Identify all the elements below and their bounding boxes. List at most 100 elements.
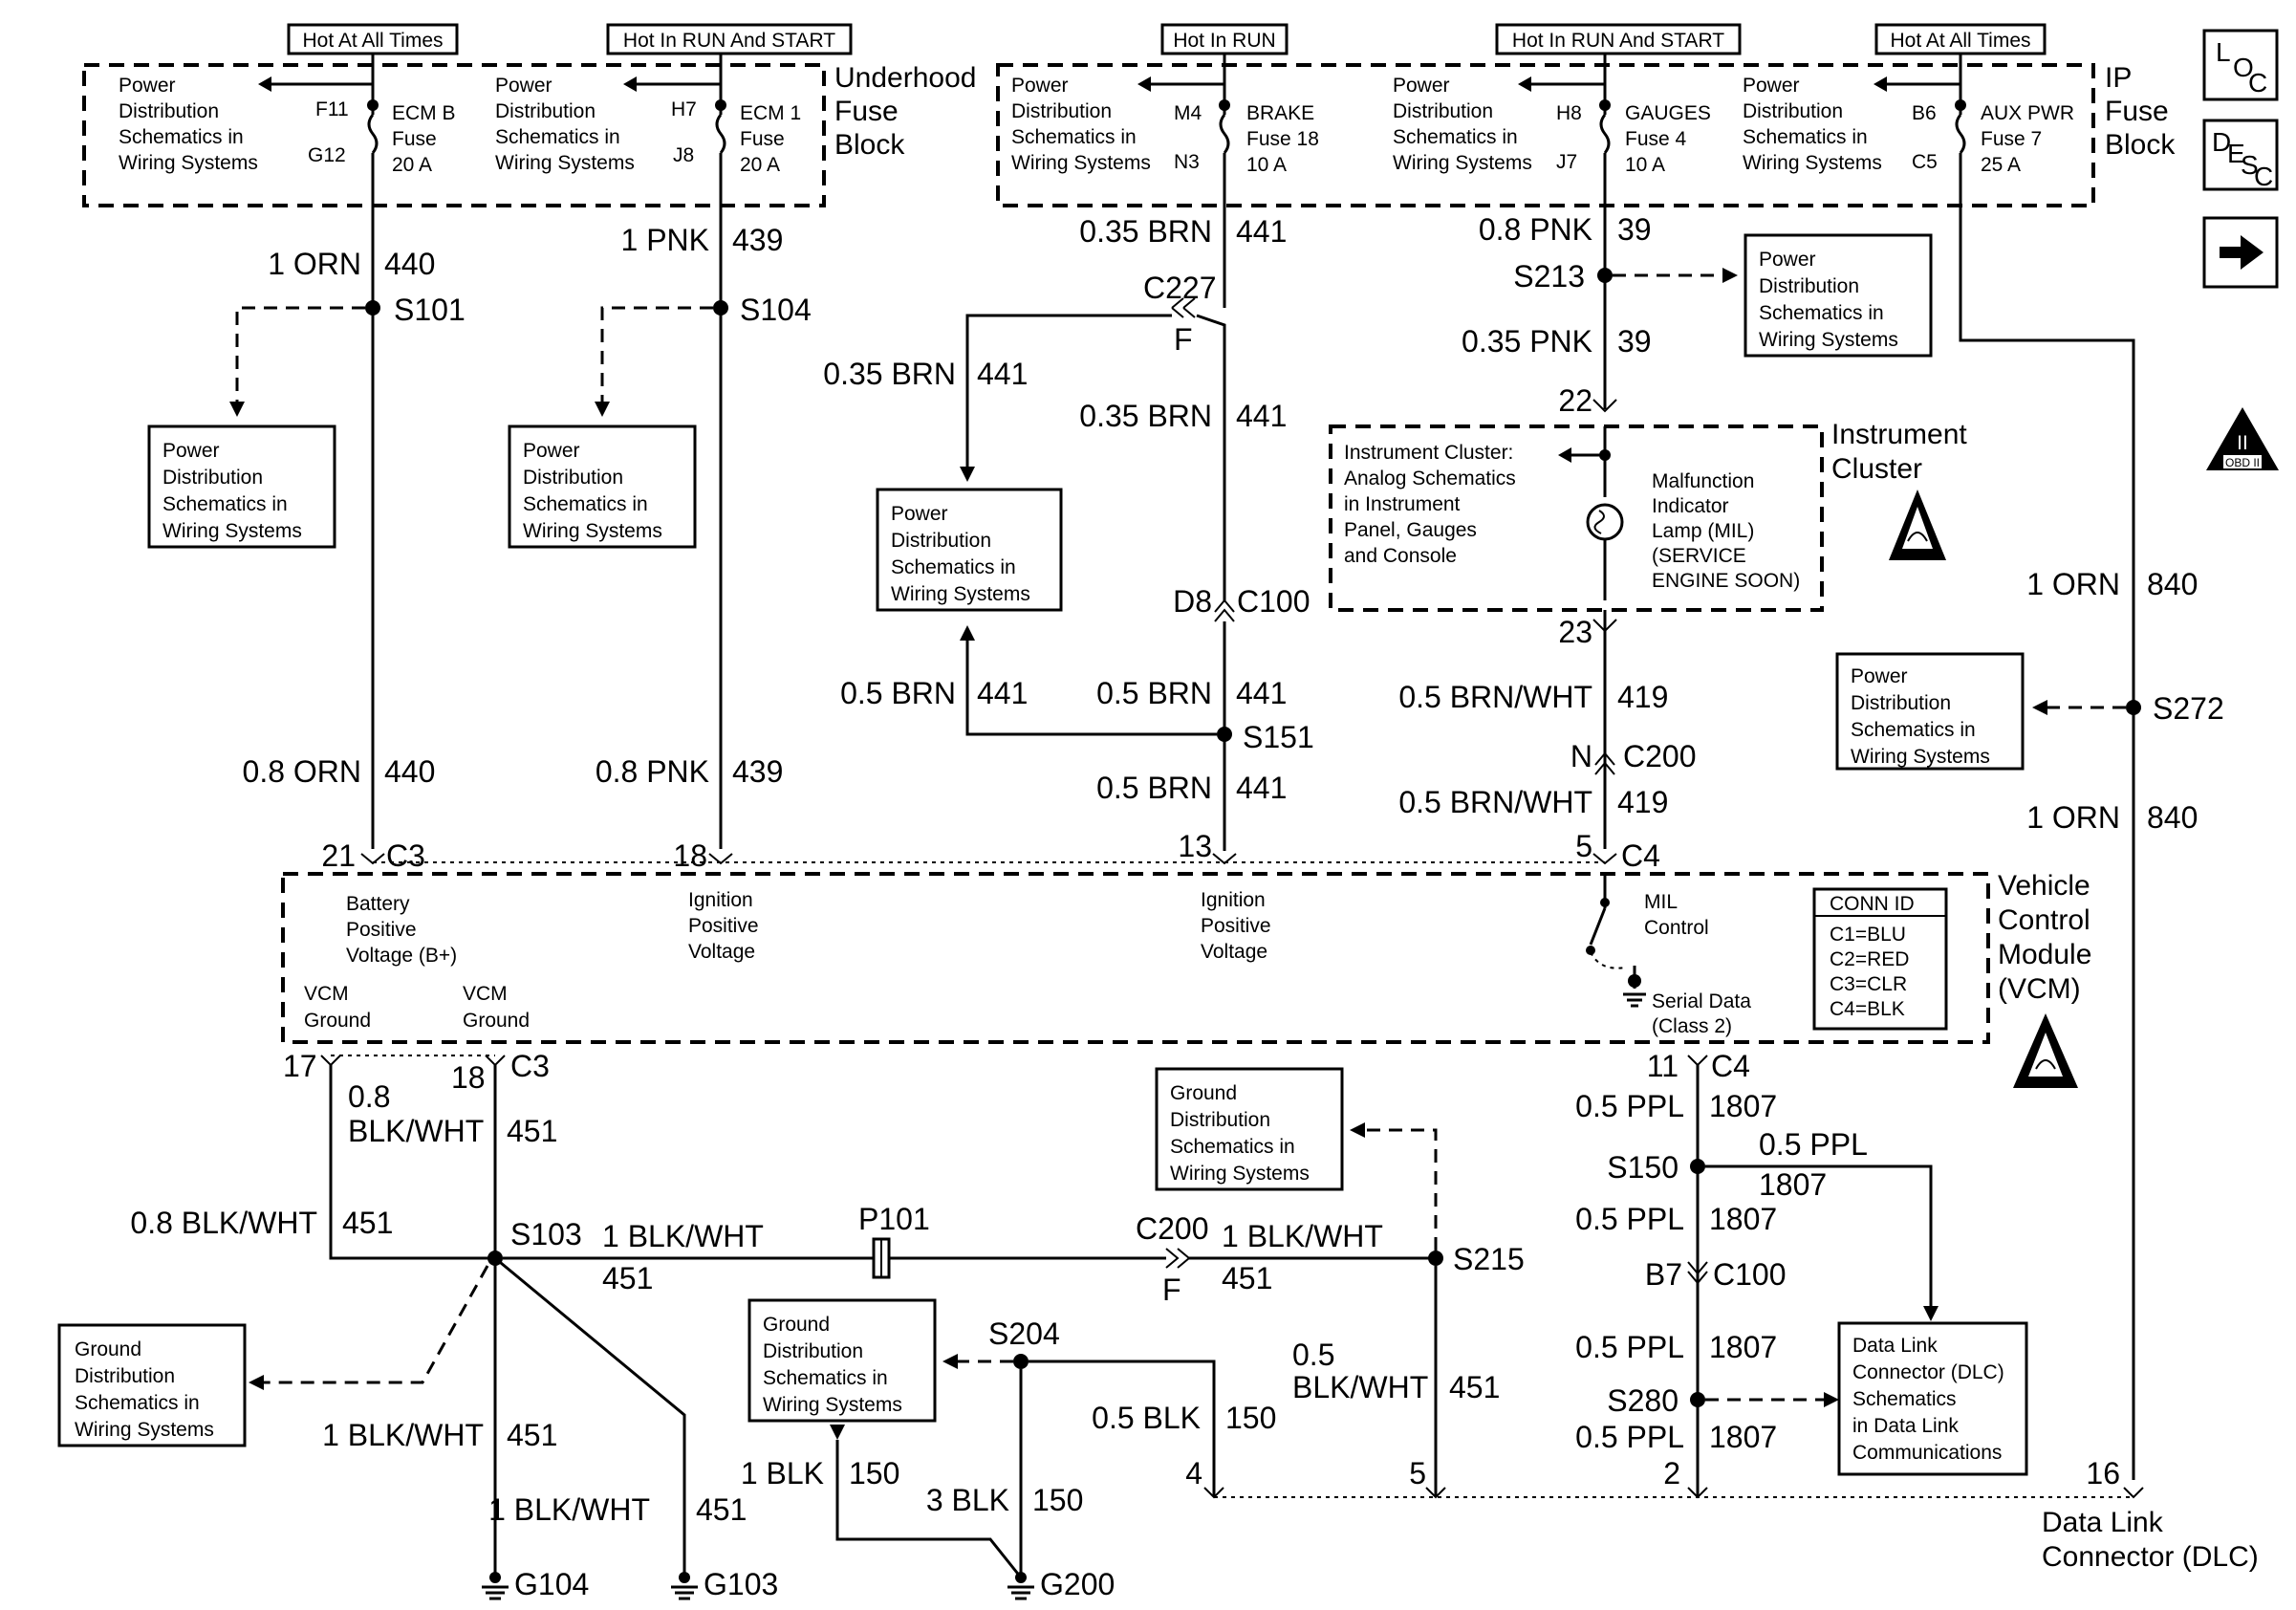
ground-g200: G200 xyxy=(1007,1567,1115,1601)
circuit-441: 0.35 BRN 441 C227 F 0.35 BRN 441 0.35 BR… xyxy=(823,153,1314,865)
svg-text:Schematics in: Schematics in xyxy=(495,126,620,148)
svg-text:10 A: 10 A xyxy=(1625,154,1665,176)
svg-text:Schematics in: Schematics in xyxy=(891,556,1016,578)
svg-text:Distribution: Distribution xyxy=(1011,100,1112,122)
svg-text:C4: C4 xyxy=(1621,838,1660,873)
svg-text:Distribution: Distribution xyxy=(75,1365,175,1387)
svg-text:Wiring Systems: Wiring Systems xyxy=(75,1419,214,1441)
svg-text:G12: G12 xyxy=(308,144,346,166)
circuit-840: 1 ORN 840 S272 1 ORN 840 16 xyxy=(1959,153,2224,1490)
gd-ref-s103: Ground Distribution Schematics in Wiring… xyxy=(57,1323,247,1447)
instrument-cluster-outline xyxy=(1329,424,1824,612)
mil-lamp-icon xyxy=(1586,503,1624,541)
svg-text:1 ORN: 1 ORN xyxy=(2026,567,2120,601)
underhood-fuse-block-outline xyxy=(82,63,826,207)
svg-text:S101: S101 xyxy=(394,293,466,327)
pd-ref-s104: Power Distribution Schematics in Wiring … xyxy=(508,424,697,549)
circuit-419: 23 0.5 BRN/WHT 419 N C200 0.5 BRN/WHT 41… xyxy=(1398,610,1697,873)
svg-text:Schematics in: Schematics in xyxy=(763,1367,888,1389)
svg-text:4: 4 xyxy=(1185,1456,1202,1490)
svg-text:Control: Control xyxy=(1644,917,1709,939)
svg-text:0.5 PPL: 0.5 PPL xyxy=(1575,1089,1684,1123)
svg-text:Schematics: Schematics xyxy=(1852,1388,1957,1410)
svg-text:Schematics in: Schematics in xyxy=(75,1392,200,1414)
svg-text:Positive: Positive xyxy=(346,919,417,941)
ground-g103: G103 xyxy=(671,1567,778,1601)
next-arrow-icon[interactable] xyxy=(2202,216,2279,289)
hot-label-run-start-2: Hot In RUN And START xyxy=(1495,23,1742,55)
svg-text:0.5 BRN: 0.5 BRN xyxy=(840,676,956,710)
svg-text:Distribution: Distribution xyxy=(162,467,263,489)
fuse-ecm-1: H7 J8 ECM 1 Fuse 20 A xyxy=(623,54,801,176)
svg-text:21: 21 xyxy=(321,838,356,873)
svg-text:0.35 BRN: 0.35 BRN xyxy=(823,357,956,391)
svg-text:441: 441 xyxy=(1236,399,1287,433)
svg-text:Battery: Battery xyxy=(346,893,410,915)
svg-text:in Data Link: in Data Link xyxy=(1852,1415,1959,1437)
svg-text:1 ORN: 1 ORN xyxy=(268,247,361,281)
svg-text:Instrument: Instrument xyxy=(1831,419,1967,450)
svg-text:(Class 2): (Class 2) xyxy=(1652,1015,1732,1037)
esd-icon-cluster xyxy=(1889,490,1946,560)
svg-text:0.5 BLK: 0.5 BLK xyxy=(1092,1401,1201,1435)
svg-text:0.35 PNK: 0.35 PNK xyxy=(1462,324,1592,359)
svg-text:and Console: and Console xyxy=(1344,545,1457,567)
svg-text:VCM: VCM xyxy=(463,983,508,1005)
svg-text:C2=RED: C2=RED xyxy=(1830,948,1909,970)
svg-text:451: 451 xyxy=(507,1114,557,1148)
svg-text:Wiring Systems: Wiring Systems xyxy=(119,152,258,174)
fuse-aux-pwr: B6 C5 AUX PWR Fuse 7 25 A xyxy=(1874,54,2074,176)
ip-fuse-block-outline xyxy=(996,63,2095,207)
svg-text:S272: S272 xyxy=(2153,691,2224,726)
svg-text:Power: Power xyxy=(1759,249,1816,271)
svg-text:Ground: Ground xyxy=(463,1010,530,1032)
svg-text:G104: G104 xyxy=(514,1567,589,1601)
svg-text:H7: H7 xyxy=(671,98,697,120)
svg-text:Distribution: Distribution xyxy=(495,100,596,122)
svg-text:1 BLK/WHT: 1 BLK/WHT xyxy=(602,1219,764,1253)
svg-text:G200: G200 xyxy=(1040,1567,1115,1601)
svg-text:Control: Control xyxy=(1998,904,2090,936)
svg-text:1807: 1807 xyxy=(1709,1089,1777,1123)
desc-icon[interactable]: D E S C xyxy=(2202,119,2279,191)
svg-text:Panel, Gauges: Panel, Gauges xyxy=(1344,519,1477,541)
underhood-fuse-block-label: Underhood Fuse Block xyxy=(834,62,976,161)
svg-text:18: 18 xyxy=(451,1060,486,1095)
svg-text:Distribution: Distribution xyxy=(1170,1109,1270,1131)
svg-text:Communications: Communications xyxy=(1852,1442,2002,1464)
svg-text:0.8 PNK: 0.8 PNK xyxy=(1479,212,1592,247)
circuit-440: 1 ORN 440 S101 0.8 ORN 440 21 C3 xyxy=(229,153,466,873)
ip-fuse-block-label: IP Fuse Block xyxy=(2105,62,2176,161)
gd-ref-s215: Ground Distribution Schematics in Wiring… xyxy=(1155,1067,1344,1191)
svg-text:0.8 ORN: 0.8 ORN xyxy=(243,754,361,789)
svg-text:0.5 PPL: 0.5 PPL xyxy=(1759,1127,1868,1162)
svg-text:0.5 PPL: 0.5 PPL xyxy=(1575,1420,1684,1454)
svg-text:1 BLK/WHT: 1 BLK/WHT xyxy=(1222,1219,1383,1253)
vcm-pin-labels: Battery Positive Voltage (B+) Ignition P… xyxy=(304,889,1751,1037)
loc-icon[interactable]: L O C xyxy=(2202,29,2279,101)
svg-text:Fuse: Fuse xyxy=(392,128,437,150)
svg-text:Power: Power xyxy=(119,75,176,97)
svg-text:ECM B: ECM B xyxy=(392,102,456,124)
pd-ref-brake: Power Distribution Schematics in Wiring … xyxy=(1011,75,1151,174)
svg-text:Data Link: Data Link xyxy=(2042,1507,2164,1538)
svg-text:25 A: 25 A xyxy=(1981,154,2021,176)
hot-label-always-1: Hot At All Times xyxy=(287,23,459,55)
svg-text:10 A: 10 A xyxy=(1246,154,1287,176)
svg-text:441: 441 xyxy=(1236,771,1287,805)
svg-text:BLK/WHT: BLK/WHT xyxy=(348,1114,484,1148)
svg-text:Power: Power xyxy=(1011,75,1069,97)
svg-text:Voltage: Voltage xyxy=(688,941,755,963)
svg-text:Indicator: Indicator xyxy=(1652,495,1729,517)
svg-text:AUX PWR: AUX PWR xyxy=(1981,102,2074,124)
svg-text:1807: 1807 xyxy=(1709,1202,1777,1236)
ground-g104: G104 xyxy=(482,1567,589,1601)
svg-text:0.5 BRN: 0.5 BRN xyxy=(1096,676,1212,710)
svg-text:39: 39 xyxy=(1617,324,1652,359)
svg-text:16: 16 xyxy=(2086,1456,2120,1490)
svg-text:M4: M4 xyxy=(1174,102,1202,124)
svg-text:441: 441 xyxy=(1236,214,1287,249)
svg-text:Analog Schematics: Analog Schematics xyxy=(1344,468,1516,490)
svg-text:S215: S215 xyxy=(1453,1242,1525,1276)
